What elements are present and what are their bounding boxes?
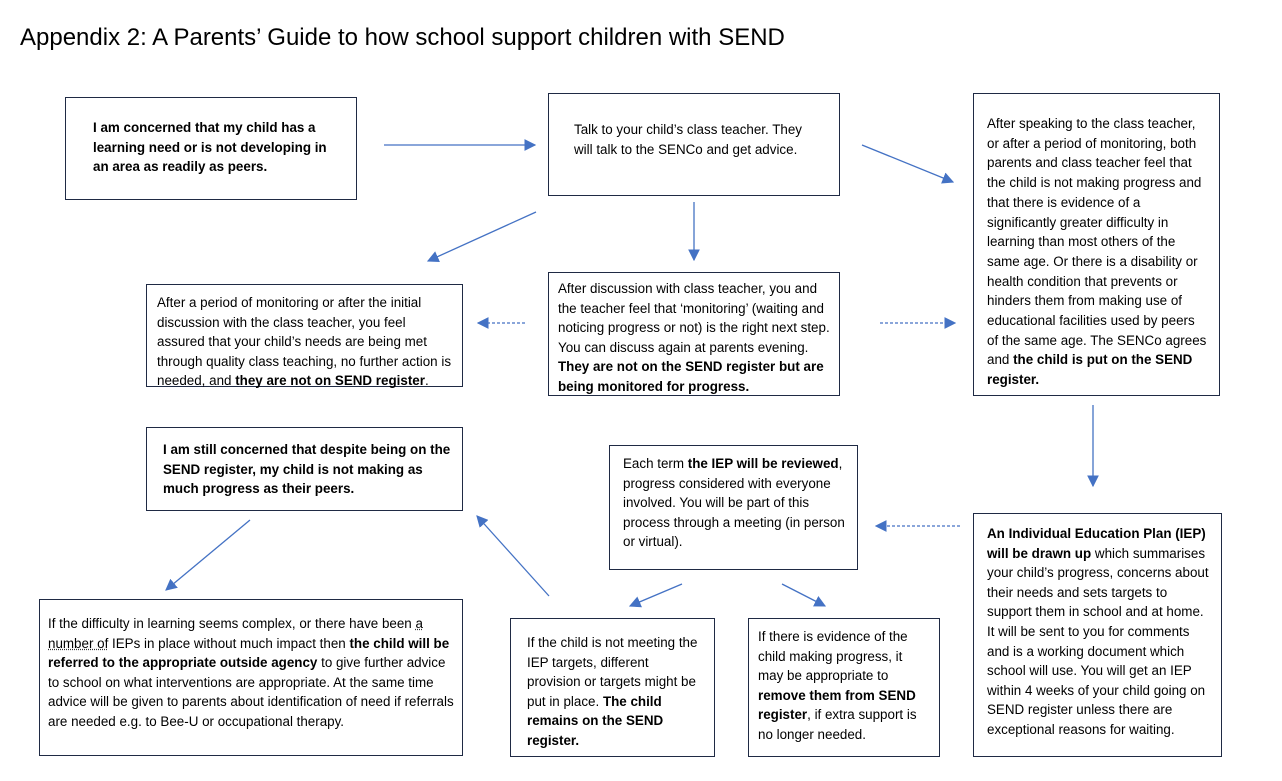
iep-review-box: Each term the IEP will be reviewed, prog… (609, 445, 858, 570)
arrow-not-meeting-to-still-concerned (476, 515, 550, 597)
concern-text: I am concerned that my child has a learn… (93, 120, 327, 175)
monitoring-bold: They are not on the SEND register but ar… (558, 359, 824, 394)
progress-text-2: , if extra support is no longer needed. (758, 707, 917, 742)
monitoring-text: After discussion with class teacher, you… (558, 281, 830, 355)
review-text-1: Each term (623, 456, 688, 471)
after-speaking-bold: the child is put on the SEND register. (987, 352, 1193, 388)
assured-tail: . (424, 373, 429, 389)
after-speaking-box: After speaking to the class teacher, or … (973, 93, 1220, 396)
review-bold: the IEP will be reviewed (687, 456, 839, 471)
review-text-2: , progress considered with everyone invo… (623, 456, 845, 550)
complex-dotted: a number of (48, 616, 423, 651)
not-meeting-targets-box: If the child is not meeting the IEP targ… (510, 618, 715, 757)
arrow-talk-to-after-speaking (861, 144, 955, 184)
page-title: Appendix 2: A Parents’ Guide to how scho… (20, 24, 785, 51)
progress-text-1: If there is evidence of the child making… (758, 629, 908, 684)
making-progress-box: If there is evidence of the child making… (748, 618, 940, 757)
concern-box: I am concerned that my child has a learn… (65, 97, 357, 200)
iep-text: which summarises your child’s progress, … (987, 545, 1209, 737)
after-speaking-text: After speaking to the class teacher, or … (987, 116, 1207, 368)
assured-bold: they are not on SEND register (235, 373, 425, 389)
arrow-talk-to-assured (426, 211, 537, 262)
complex-text-3: to give further advice to school on what… (48, 655, 454, 729)
arrow-review-to-not-meeting (628, 583, 683, 608)
arrow-review-to-progress (781, 583, 827, 607)
monitoring-box: After discussion with class teacher, you… (548, 272, 840, 396)
still-concerned-text: I am still concerned that despite being … (163, 442, 451, 497)
still-concerned-box: I am still concerned that despite being … (146, 427, 463, 511)
not-meeting-bold: The child remains on the SEND register. (527, 693, 664, 748)
complex-text-2: IEPs in place without much impact then (108, 635, 350, 651)
not-meeting-text: If the child is not meeting the IEP targ… (527, 635, 698, 709)
iep-bold: An Individual Education Plan (IEP) will … (987, 526, 1206, 561)
talk-to-teacher-box: Talk to your child’s class teacher. They… (548, 93, 840, 196)
iep-drawn-up-box: An Individual Education Plan (IEP) will … (973, 513, 1222, 757)
progress-bold: remove them from SEND register (758, 687, 916, 723)
talk-text: Talk to your child’s class teacher. They… (574, 122, 802, 157)
complex-bold: the child will be referred to the approp… (48, 635, 450, 671)
assured-box: After a period of monitoring or after th… (146, 284, 463, 389)
arrow-still-concerned-to-complex (165, 519, 251, 591)
outside-agency-box: If the difficulty in learning seems comp… (39, 599, 463, 756)
assured-text: After a period of monitoring or after th… (157, 295, 452, 389)
complex-text-1: If the difficulty in learning seems comp… (48, 616, 416, 631)
